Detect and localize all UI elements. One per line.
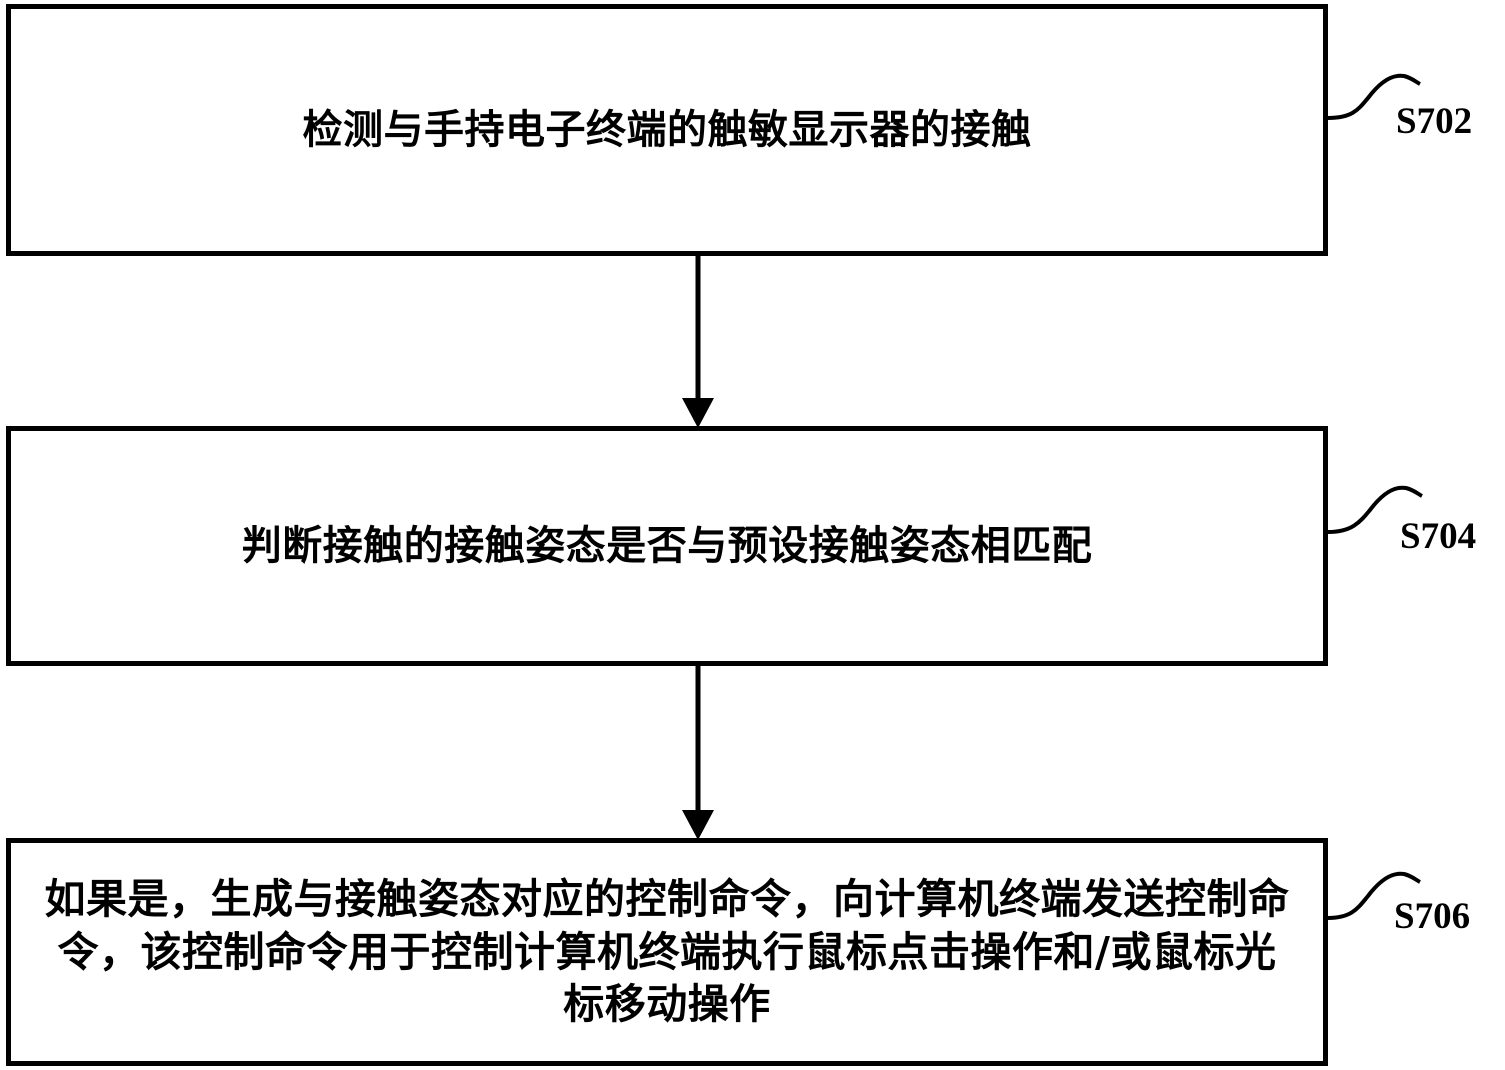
process-text-s706: 如果是，生成与接触姿态对应的控制命令，向计算机终端发送控制命令，该控制命令用于控… <box>11 873 1323 1030</box>
step-label-s706: S706 <box>1394 895 1470 938</box>
step-label-s704: S704 <box>1400 515 1476 558</box>
process-box-s704: 判断接触的接触姿态是否与预设接触姿态相匹配 <box>6 426 1328 666</box>
process-text-s704: 判断接触的接触姿态是否与预设接触姿态相匹配 <box>242 522 1093 571</box>
arrow-s704-to-s706-head <box>682 810 714 840</box>
process-box-s702: 检测与手持电子终端的触敏显示器的接触 <box>6 4 1328 256</box>
process-text-s702: 检测与手持电子终端的触敏显示器的接触 <box>303 106 1032 155</box>
arrow-s702-to-s704-head <box>682 398 714 428</box>
process-box-s706: 如果是，生成与接触姿态对应的控制命令，向计算机终端发送控制命令，该控制命令用于控… <box>6 838 1328 1066</box>
step-label-s702: S702 <box>1396 100 1472 143</box>
